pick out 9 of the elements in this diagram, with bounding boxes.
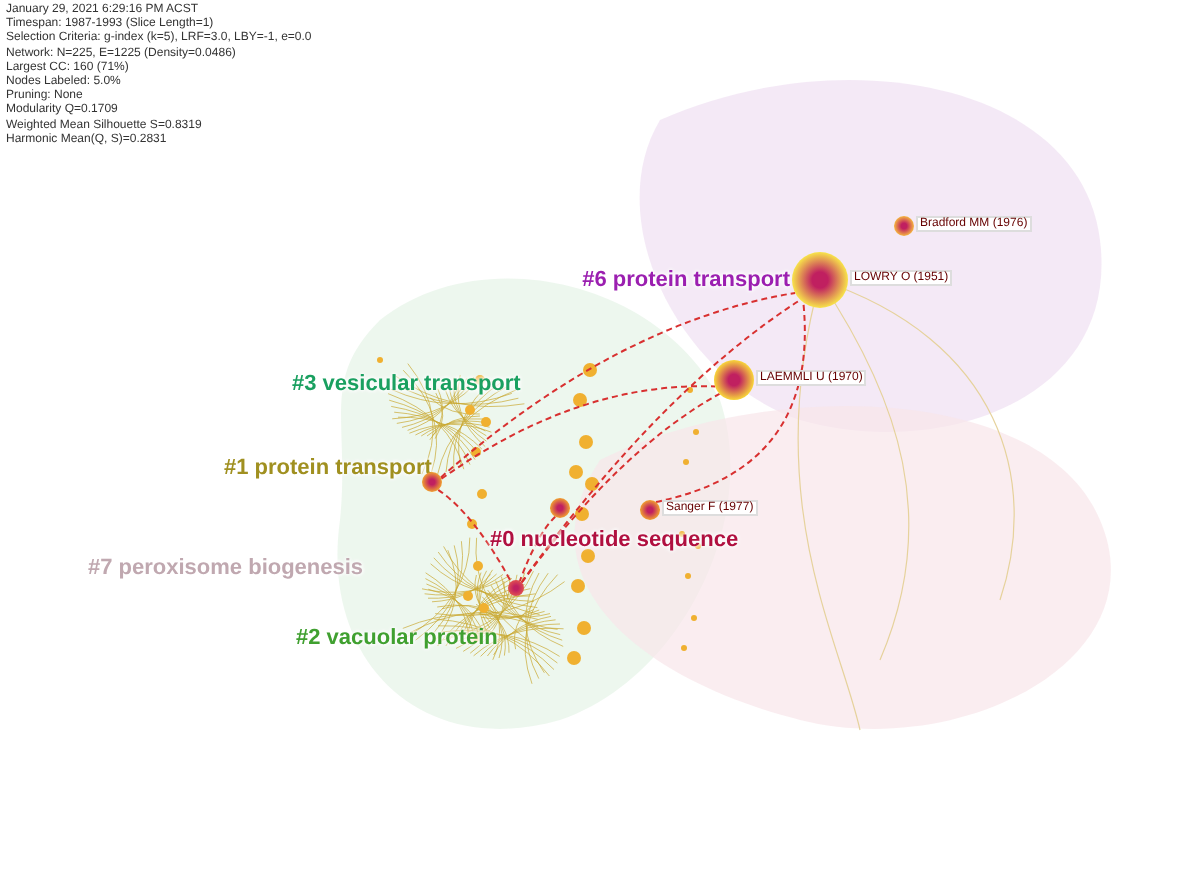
citation-link [520, 298, 802, 584]
citation-link [439, 291, 797, 479]
citation-link [437, 488, 513, 583]
cluster-label: #7 peroxisome biogenesis [88, 556, 364, 580]
citation-link [440, 385, 717, 480]
cluster-label: #6 protein transport [582, 268, 790, 292]
cluster-label: #1 protein transport [224, 456, 432, 480]
citation-link [654, 301, 806, 503]
citation-link [520, 392, 721, 584]
